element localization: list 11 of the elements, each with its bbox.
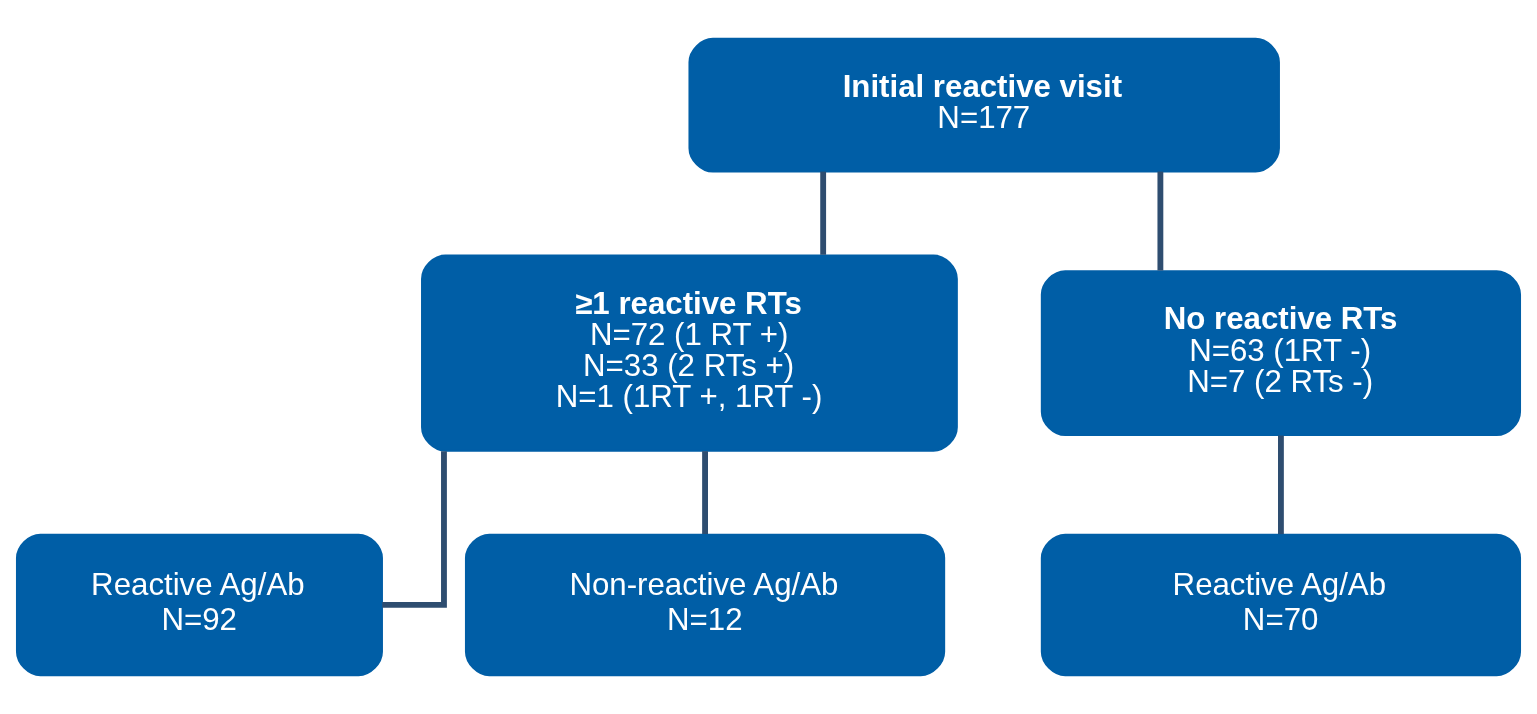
- node-box: Initial reactive visit N=177: [688, 37, 1280, 173]
- connector: [1157, 171, 1164, 271]
- connector: [382, 451, 447, 608]
- node-box: No reactive RTs N=63 (1RT -) N=7 (2 RTs -): [1040, 270, 1522, 437]
- node-box: Non-reactive Ag/Ab N=12: [464, 533, 946, 677]
- node-box: Reactive Ag/Ab N=70: [1040, 533, 1522, 677]
- node-box: ≥1 reactive RTs N=72 (1 RT +) N=33 (2 RTs +) N=1 (1RT +, 1RT -): [421, 254, 958, 452]
- connector: [1278, 435, 1284, 535]
- node-box: Reactive Ag/Ab N=92: [15, 533, 383, 677]
- connector: [820, 171, 827, 255]
- connector: [702, 451, 708, 534]
